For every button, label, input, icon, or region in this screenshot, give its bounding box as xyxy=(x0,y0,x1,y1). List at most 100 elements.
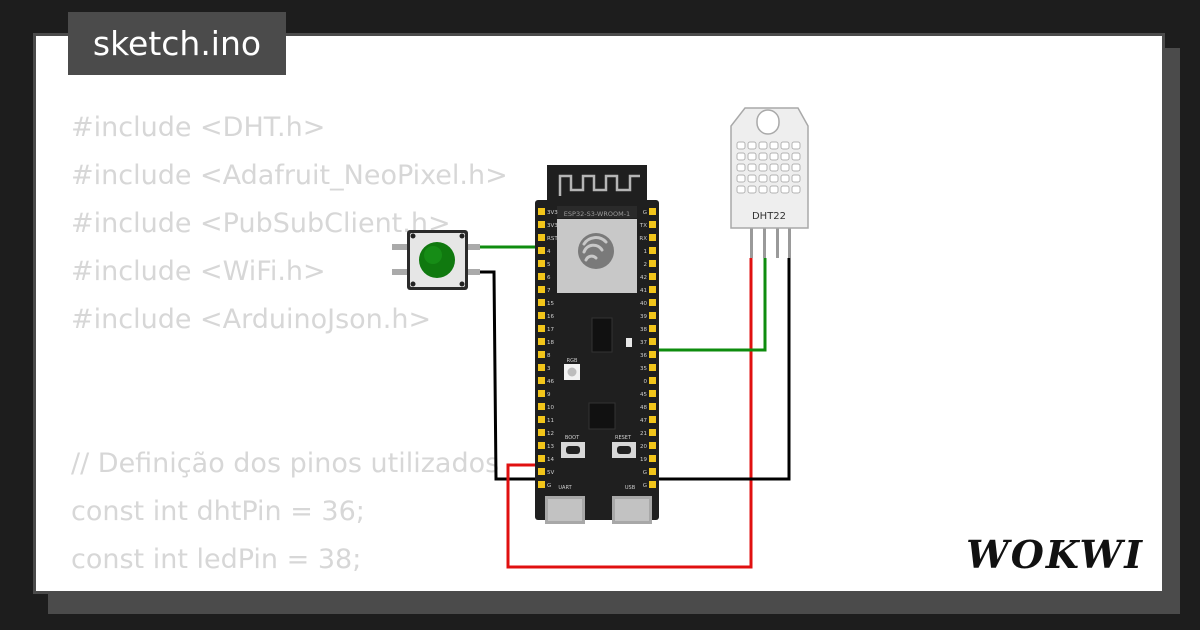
right-pin-pad[interactable] xyxy=(649,273,656,280)
dht-vent-slot xyxy=(747,174,757,183)
right-pin-pad[interactable] xyxy=(649,247,656,254)
left-pin-label: RST xyxy=(547,236,558,242)
right-pin-pad[interactable] xyxy=(649,455,656,462)
right-pin-label: 37 xyxy=(640,340,647,346)
usb-label: USB xyxy=(625,485,636,491)
code-line: const int ledPin = 38; xyxy=(71,544,362,575)
right-pin-pad[interactable] xyxy=(649,468,656,475)
left-pin-label: 13 xyxy=(547,444,554,450)
left-pin-pad[interactable] xyxy=(538,221,545,228)
right-pin-pad[interactable] xyxy=(649,481,656,488)
dht-vent-slot xyxy=(780,152,790,161)
right-pin-label: 45 xyxy=(640,392,647,398)
code-line: #include <WiFi.h> xyxy=(71,256,326,287)
uart-usb-port[interactable] xyxy=(545,496,585,524)
right-pin-pad[interactable] xyxy=(649,208,656,215)
left-pin-pad[interactable] xyxy=(538,468,545,475)
right-pin-pad[interactable] xyxy=(649,442,656,449)
right-pin-label: 20 xyxy=(640,444,647,450)
left-pin-label: 12 xyxy=(547,431,554,437)
dht-vent-grid xyxy=(736,141,801,194)
dht-vent-slot xyxy=(769,163,779,172)
right-pin-pad[interactable] xyxy=(649,325,656,332)
antenna-trace xyxy=(558,174,640,196)
right-pin-label: TX xyxy=(639,223,647,229)
right-pin-pad[interactable] xyxy=(649,312,656,319)
reset-button[interactable] xyxy=(612,442,636,458)
left-pin-pad[interactable] xyxy=(538,338,545,345)
sketch-filename: sketch.ino xyxy=(68,12,286,75)
left-pin-pad[interactable] xyxy=(538,286,545,293)
right-pin-pad[interactable] xyxy=(649,338,656,345)
left-pin-pad[interactable] xyxy=(538,390,545,397)
boot-button[interactable] xyxy=(561,442,585,458)
right-pin-pad[interactable] xyxy=(649,416,656,423)
left-pin-pad[interactable] xyxy=(538,403,545,410)
left-pin-pad[interactable] xyxy=(538,312,545,319)
right-pin-pad[interactable] xyxy=(649,403,656,410)
right-pin-pad[interactable] xyxy=(649,390,656,397)
usb-bridge-chip xyxy=(591,317,613,353)
left-pin-pad[interactable] xyxy=(538,429,545,436)
right-pin-label: 36 xyxy=(640,353,647,359)
boot-label: BOOT xyxy=(565,435,580,441)
left-pin-pad[interactable] xyxy=(538,377,545,384)
dht-vent-slot xyxy=(747,163,757,172)
right-pin-label: 47 xyxy=(640,418,647,424)
dht-vent-slot xyxy=(791,185,801,194)
dht-vent-slot xyxy=(758,174,768,183)
left-pin-pad[interactable] xyxy=(538,416,545,423)
left-pin-label: 6 xyxy=(547,275,551,281)
dht-vent-slot xyxy=(780,141,790,150)
left-pin-pad[interactable] xyxy=(538,234,545,241)
right-pin-pad[interactable] xyxy=(649,234,656,241)
left-pin-pad[interactable] xyxy=(538,455,545,462)
left-pin-label: 17 xyxy=(547,327,554,333)
left-pin-pad[interactable] xyxy=(538,481,545,488)
rgb-label: RGB xyxy=(567,358,578,364)
left-pin-pad[interactable] xyxy=(538,364,545,371)
right-pin-label: 39 xyxy=(640,314,647,320)
right-pin-pad[interactable] xyxy=(649,221,656,228)
left-pin-pad[interactable] xyxy=(538,299,545,306)
left-pin-pad[interactable] xyxy=(538,442,545,449)
right-pin-pad[interactable] xyxy=(649,286,656,293)
left-pin-label: 3V3 xyxy=(547,210,558,216)
left-pin-label: G xyxy=(547,483,551,489)
dht-vent-slot xyxy=(747,141,757,150)
left-pin-pad[interactable] xyxy=(538,351,545,358)
esp32-s3-board[interactable]: ESP32-S3-WROOM-1 RGB BOOT RESET UART US xyxy=(535,165,659,524)
left-pin-pad[interactable] xyxy=(538,325,545,332)
dht-vent-slot xyxy=(736,152,746,161)
right-pin-pad[interactable] xyxy=(649,299,656,306)
right-pin-label: G xyxy=(643,210,647,216)
left-pin-label: 9 xyxy=(547,392,551,398)
dht22-sensor[interactable]: DHT22 xyxy=(730,107,809,258)
right-pin-pad[interactable] xyxy=(649,351,656,358)
dht-vent-slot xyxy=(758,152,768,161)
right-pin-pad[interactable] xyxy=(649,260,656,267)
code-line: #include <Adafruit_NeoPixel.h> xyxy=(71,160,508,191)
code-preview: #include <DHT.h>#include <Adafruit_NeoPi… xyxy=(71,104,508,591)
left-pin-label: 14 xyxy=(547,457,554,463)
dht-vent-slot xyxy=(769,141,779,150)
right-pin-pad[interactable] xyxy=(649,364,656,371)
left-pin-label: 8 xyxy=(547,353,551,359)
pushbutton[interactable] xyxy=(392,230,480,290)
left-pin-pad[interactable] xyxy=(538,260,545,267)
left-pin-pad[interactable] xyxy=(538,247,545,254)
espressif-logo-icon xyxy=(578,233,614,269)
right-pin-pad[interactable] xyxy=(649,429,656,436)
left-pin-pad[interactable] xyxy=(538,273,545,280)
smd-led xyxy=(626,338,632,347)
dht-vent-slot xyxy=(736,185,746,194)
left-pin-pad[interactable] xyxy=(538,208,545,215)
usb-port[interactable] xyxy=(612,496,652,524)
right-pin-label: 2 xyxy=(644,262,648,268)
right-pin-pad[interactable] xyxy=(649,377,656,384)
left-pin-label: 10 xyxy=(547,405,554,411)
wire-dht-gnd xyxy=(651,258,791,481)
dht-vent-slot xyxy=(791,152,801,161)
